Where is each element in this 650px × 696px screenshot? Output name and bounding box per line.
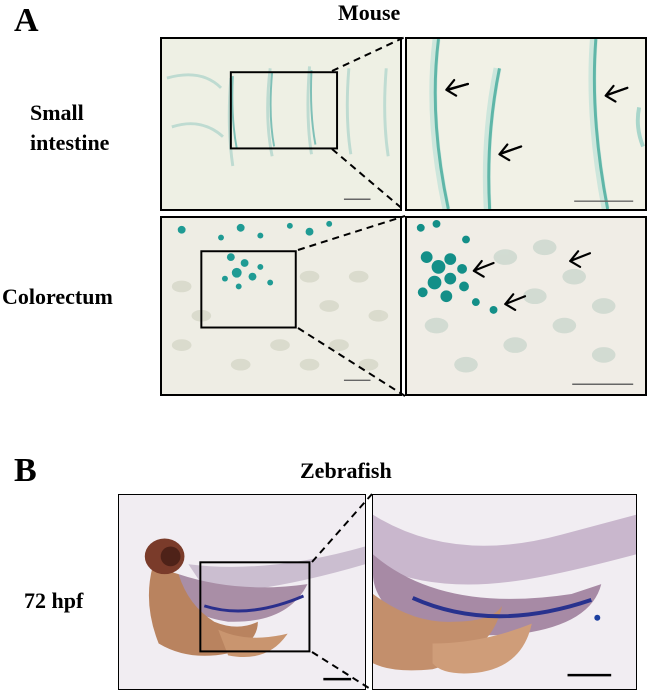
micrograph-small-intestine-zoom [405,37,647,211]
micrograph-small-intestine-overview [160,37,402,211]
micrograph-colorectum-overview [160,216,402,396]
panel-b-title: Zebrafish [300,458,392,483]
zebrafish-zoom [372,494,637,690]
row-label-72-hpf: 72 hpf [24,588,84,613]
zebrafish-overview [118,494,366,690]
micrograph-colorectum-zoom [405,216,647,396]
row-label-line1: Small [30,100,84,125]
row-label-small-intestine: Small intestine [30,98,109,158]
panel-a-letter: A [14,2,39,39]
row-label-colorectum: Colorectum [2,284,113,309]
panel-a-title: Mouse [338,0,401,25]
panel-b-letter: B [14,452,37,489]
row-label-line2: intestine [30,130,110,155]
